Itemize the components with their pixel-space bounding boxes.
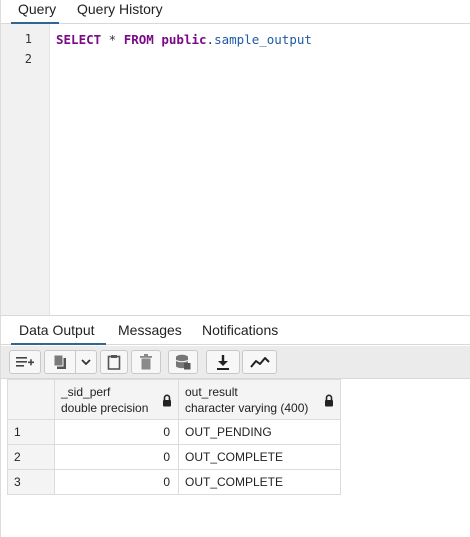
paste-icon [107,354,121,370]
column-type: character varying (400) [185,400,309,415]
column-header-sid-perf[interactable]: _sid_perf double precision [54,379,179,420]
table-cell[interactable]: OUT_COMPLETE [178,469,341,495]
line-number: 2 [24,52,32,66]
copy-button[interactable] [44,350,76,374]
sql-dot: . [206,32,215,47]
tab-messages[interactable]: Messages [118,322,182,338]
line-number-gutter: 1 2 [1,24,50,315]
delete-icon [140,354,152,370]
table-cell[interactable]: 0 [54,469,179,495]
column-name: out_result [185,384,238,399]
data-output-toolbar [1,346,470,379]
graph-icon [249,356,270,368]
header-row: _sid_perf double precision out_result ch… [7,379,341,420]
select-all-cell[interactable] [7,379,55,420]
sql-editor[interactable]: 1 2 SELECT * FROM public.sample_output [1,24,470,315]
download-button[interactable] [206,350,240,374]
save-data-icon [175,354,191,370]
table-row[interactable]: 1 0 OUT_PENDING [7,419,341,445]
chevron-down-icon [81,358,91,366]
sql-star: * [101,32,124,47]
line-number: 1 [24,32,32,46]
table-row[interactable]: 3 0 OUT_COMPLETE [7,469,341,495]
query-tabs-bar: Query Query History [1,0,470,24]
tab-query[interactable]: Query [11,0,59,24]
sql-code-line[interactable]: SELECT * FROM public.sample_output [56,32,312,47]
save-data-button[interactable] [168,350,198,374]
add-row-icon [15,355,35,369]
table-cell[interactable]: 0 [54,444,179,470]
row-number[interactable]: 2 [7,444,55,470]
lock-icon [162,394,172,410]
add-row-button[interactable] [9,350,41,374]
data-grid: _sid_perf double precision out_result ch… [7,379,341,495]
row-number[interactable]: 1 [7,419,55,445]
lock-icon [324,394,334,410]
download-icon [216,354,230,370]
sql-keyword-select: SELECT [56,32,102,47]
sql-schema-name: public [161,32,207,47]
sql-keyword-from: FROM [123,32,154,47]
column-type: double precision [61,400,149,415]
column-name: _sid_perf [61,384,111,399]
table-row[interactable]: 2 0 OUT_COMPLETE [7,444,341,470]
delete-button[interactable] [131,350,161,374]
copy-icon [52,354,68,370]
tab-query-history[interactable]: Query History [77,1,163,17]
sql-table-name: sample_output [214,32,312,47]
tab-notifications[interactable]: Notifications [202,322,279,338]
row-number[interactable]: 3 [7,469,55,495]
paste-button[interactable] [100,350,128,374]
tab-data-output[interactable]: Data Output [11,316,106,345]
copy-options-dropdown[interactable] [75,350,97,374]
graph-visualiser-button[interactable] [242,350,277,374]
table-cell[interactable]: OUT_PENDING [178,419,341,445]
table-cell[interactable]: OUT_COMPLETE [178,444,341,470]
result-table: _sid_perf double precision out_result ch… [7,379,341,495]
table-cell[interactable]: 0 [54,419,179,445]
column-header-out-result[interactable]: out_result character varying (400) [178,379,341,420]
output-tabs-bar: Data Output Messages Notifications [1,315,470,345]
